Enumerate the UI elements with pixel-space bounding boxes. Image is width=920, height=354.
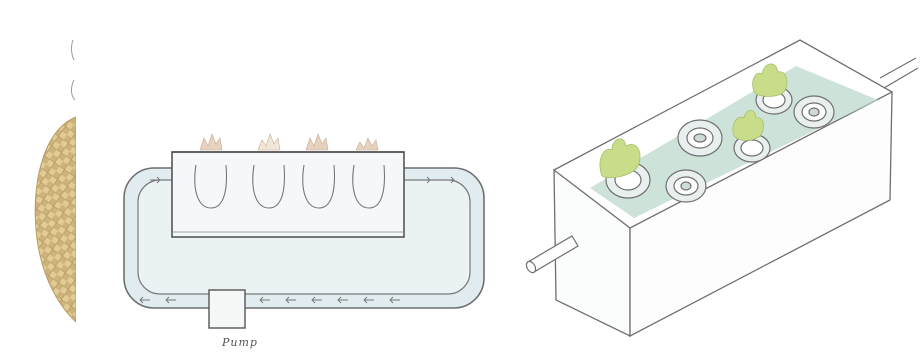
- basket-fragment: [35, 0, 79, 354]
- pump-box: [209, 290, 245, 328]
- plant-tops: [200, 134, 378, 150]
- tank-pipe-right: [880, 58, 918, 88]
- grow-bed: [172, 152, 404, 237]
- tank-perspective: [525, 40, 918, 336]
- tank-diagram: [124, 134, 484, 328]
- pump-label: Pump: [222, 336, 258, 349]
